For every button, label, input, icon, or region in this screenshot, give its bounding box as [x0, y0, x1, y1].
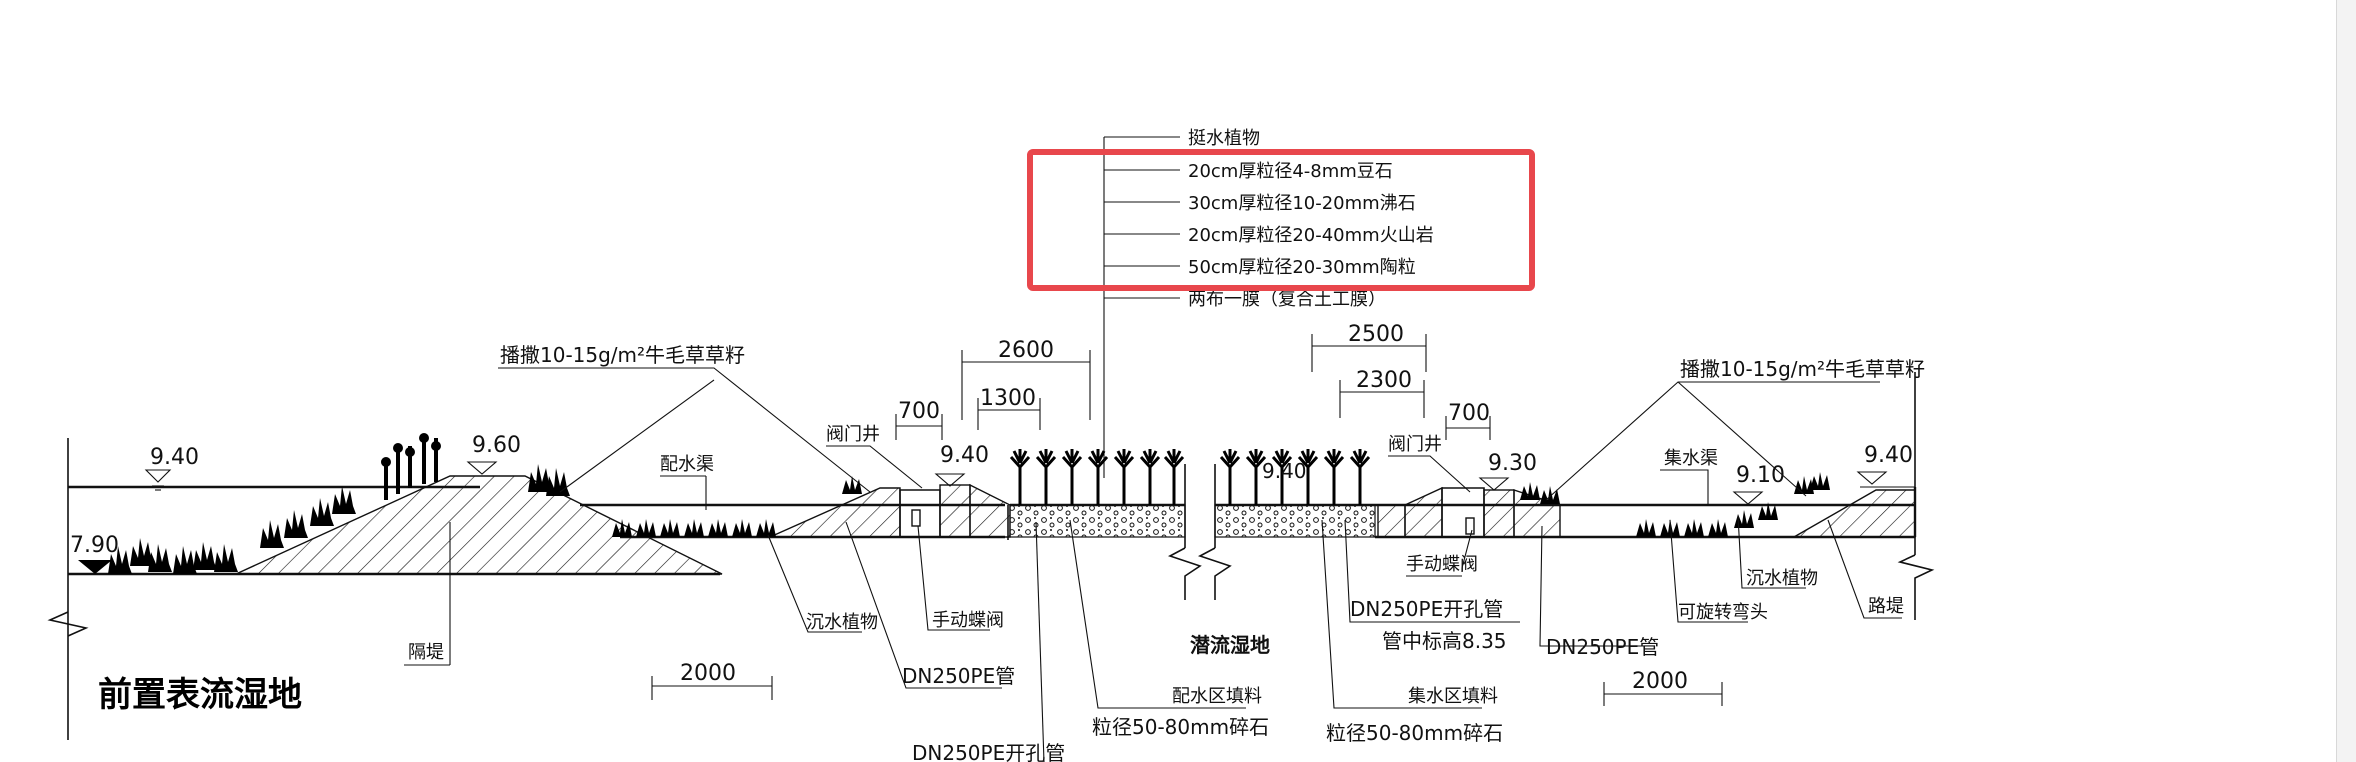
layer-label: 50cm厚粒径20-30mm陶粒	[1188, 257, 1416, 278]
distribution-channel-label: 配水渠	[660, 454, 714, 475]
elevation-left-water: 9.40	[150, 445, 199, 470]
manual-valve-left-label: 手动蝶阀	[932, 610, 1004, 631]
dim-2000-right: 2000	[1632, 669, 1688, 694]
dike-label: 隔堤	[408, 642, 444, 663]
pipe-dn250-right-label: DN250PE管	[1546, 635, 1659, 659]
dim-2600: 2600	[998, 338, 1054, 363]
dim-2000-left: 2000	[680, 661, 736, 686]
layer-label: 两布一膜（复合土工膜）	[1188, 289, 1386, 310]
layer-label: 30cm厚粒径10-20mm沸石	[1188, 193, 1416, 214]
elevation-left-dike: 9.60	[472, 433, 521, 458]
layer-label: 挺水植物	[1188, 128, 1260, 149]
perforated-pipe-left-label: DN250PE开孔管	[912, 741, 1065, 762]
valve-well-left-label: 阀门井	[826, 424, 880, 445]
distribution-channel-area: 配水渠 阀门井 9.40 2600 1300 700 沉水植物 手动蝶阀 DN2…	[580, 338, 1091, 762]
layer-label: 20cm厚粒径20-40mm火山岩	[1188, 225, 1434, 246]
dim-2300: 2300	[1356, 368, 1412, 393]
layer-label: 20cm厚粒径4-8mm豆石	[1188, 161, 1393, 182]
collection-fill-label: 集水区填料	[1408, 686, 1498, 707]
seeding-right-label: 播撒10-15g/m²牛毛草草籽	[1680, 357, 1925, 381]
elevation-right-road: 9.40	[1864, 443, 1913, 468]
elevation-collect: 9.10	[1736, 463, 1785, 488]
highlight-box	[1027, 149, 1535, 291]
layer-callout: 挺水植物 20cm厚粒径4-8mm豆石 30cm厚粒径10-20mm沸石 20c…	[1103, 128, 1434, 478]
dim-700-right: 700	[1448, 401, 1490, 426]
valve-well-right-label: 阀门井	[1388, 434, 1442, 455]
pipe-center-elevation: 管中标高8.35	[1382, 629, 1507, 653]
window-right-edge	[2336, 0, 2356, 762]
section-title: 前置表流湿地	[98, 675, 302, 715]
elevation-valve-left: 9.40	[940, 443, 989, 468]
perforated-pipe-right-label: DN250PE开孔管	[1350, 597, 1503, 621]
subsurface-wetland: 9.40 潜流湿地 配水区填料 粒径50-80mm碎石 集水区填料 粒径50-8…	[1007, 447, 1520, 745]
elevation-center: 9.40	[1262, 459, 1307, 483]
rotatable-elbow-label: 可旋转弯头	[1678, 602, 1768, 623]
dim-700-left: 700	[898, 399, 940, 424]
dike-body	[235, 475, 723, 575]
road-dike-label: 路堤	[1868, 596, 1904, 617]
submerged-plants-left-label: 沉水植物	[806, 612, 878, 633]
elevation-valve-right: 9.30	[1488, 451, 1537, 476]
distribution-fill-size: 粒径50-80mm碎石	[1092, 715, 1269, 739]
subsurface-wetland-title: 潜流湿地	[1190, 633, 1270, 657]
collection-channel-label: 集水渠	[1664, 448, 1718, 469]
submerged-plants-right-label: 沉水植物	[1746, 568, 1818, 589]
elevation-left-low: 7.90	[70, 533, 119, 558]
collection-channel-area: 阀门井 9.30 手动蝶阀 2500 2300 700 集水渠 9.10 播撒1…	[1311, 322, 1925, 706]
gravel-bed-left	[1009, 504, 1186, 538]
seeding-left-label: 播撒10-15g/m²牛毛草草籽	[500, 343, 745, 367]
distribution-fill-label: 配水区填料	[1172, 686, 1262, 707]
gravel-bed-right	[1214, 504, 1376, 538]
pipe-dn250-left-label: DN250PE管	[902, 664, 1015, 688]
dim-1300: 1300	[980, 386, 1036, 411]
road-dike: 9.40 路堤	[1827, 372, 1935, 620]
manual-valve-right-label: 手动蝶阀	[1406, 554, 1478, 575]
dim-2500: 2500	[1348, 322, 1404, 347]
collection-fill-size: 粒径50-80mm碎石	[1326, 721, 1503, 745]
left-surface-wetland: 9.40 7.90 9.60 隔堤 播撒10-15g/m²牛毛草草籽 2000 …	[47, 343, 871, 740]
